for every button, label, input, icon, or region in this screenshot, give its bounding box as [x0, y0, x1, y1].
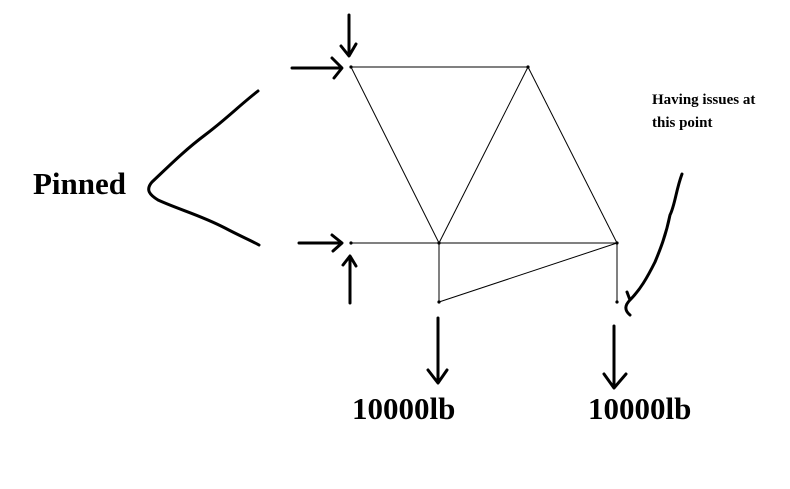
node	[526, 65, 530, 69]
node	[349, 65, 353, 69]
truss-nodes	[349, 65, 619, 304]
issue-note-line1: Having issues at	[652, 92, 756, 108]
reaction-arrow-top-right-icon	[290, 56, 344, 80]
node	[349, 241, 353, 245]
pinned-bracket-icon	[147, 89, 261, 247]
node	[615, 241, 619, 245]
member-diagonal-3	[527, 66, 618, 244]
pinned-label: Pinned	[33, 166, 127, 201]
callout-arrow-icon	[624, 172, 684, 317]
issue-note-line2: this point	[652, 115, 713, 131]
member-lower-diagonal	[438, 242, 618, 303]
load-label-right: 10000lb	[588, 391, 692, 426]
reaction-arrow-bottom-right-icon	[297, 233, 344, 253]
member-diagonal-2	[438, 66, 529, 244]
member-diagonal-1	[350, 66, 440, 244]
node	[437, 300, 441, 304]
truss-members	[350, 66, 618, 303]
load-label-left: 10000lb	[352, 391, 456, 426]
node	[437, 241, 441, 245]
reaction-arrow-bottom-up-icon	[341, 254, 358, 305]
issue-note: Having issues at this point	[652, 89, 755, 135]
load-arrow-right-icon	[602, 324, 628, 390]
load-arrow-left-icon	[426, 316, 449, 385]
reaction-arrow-top-down-icon	[339, 13, 358, 58]
node	[615, 300, 619, 304]
